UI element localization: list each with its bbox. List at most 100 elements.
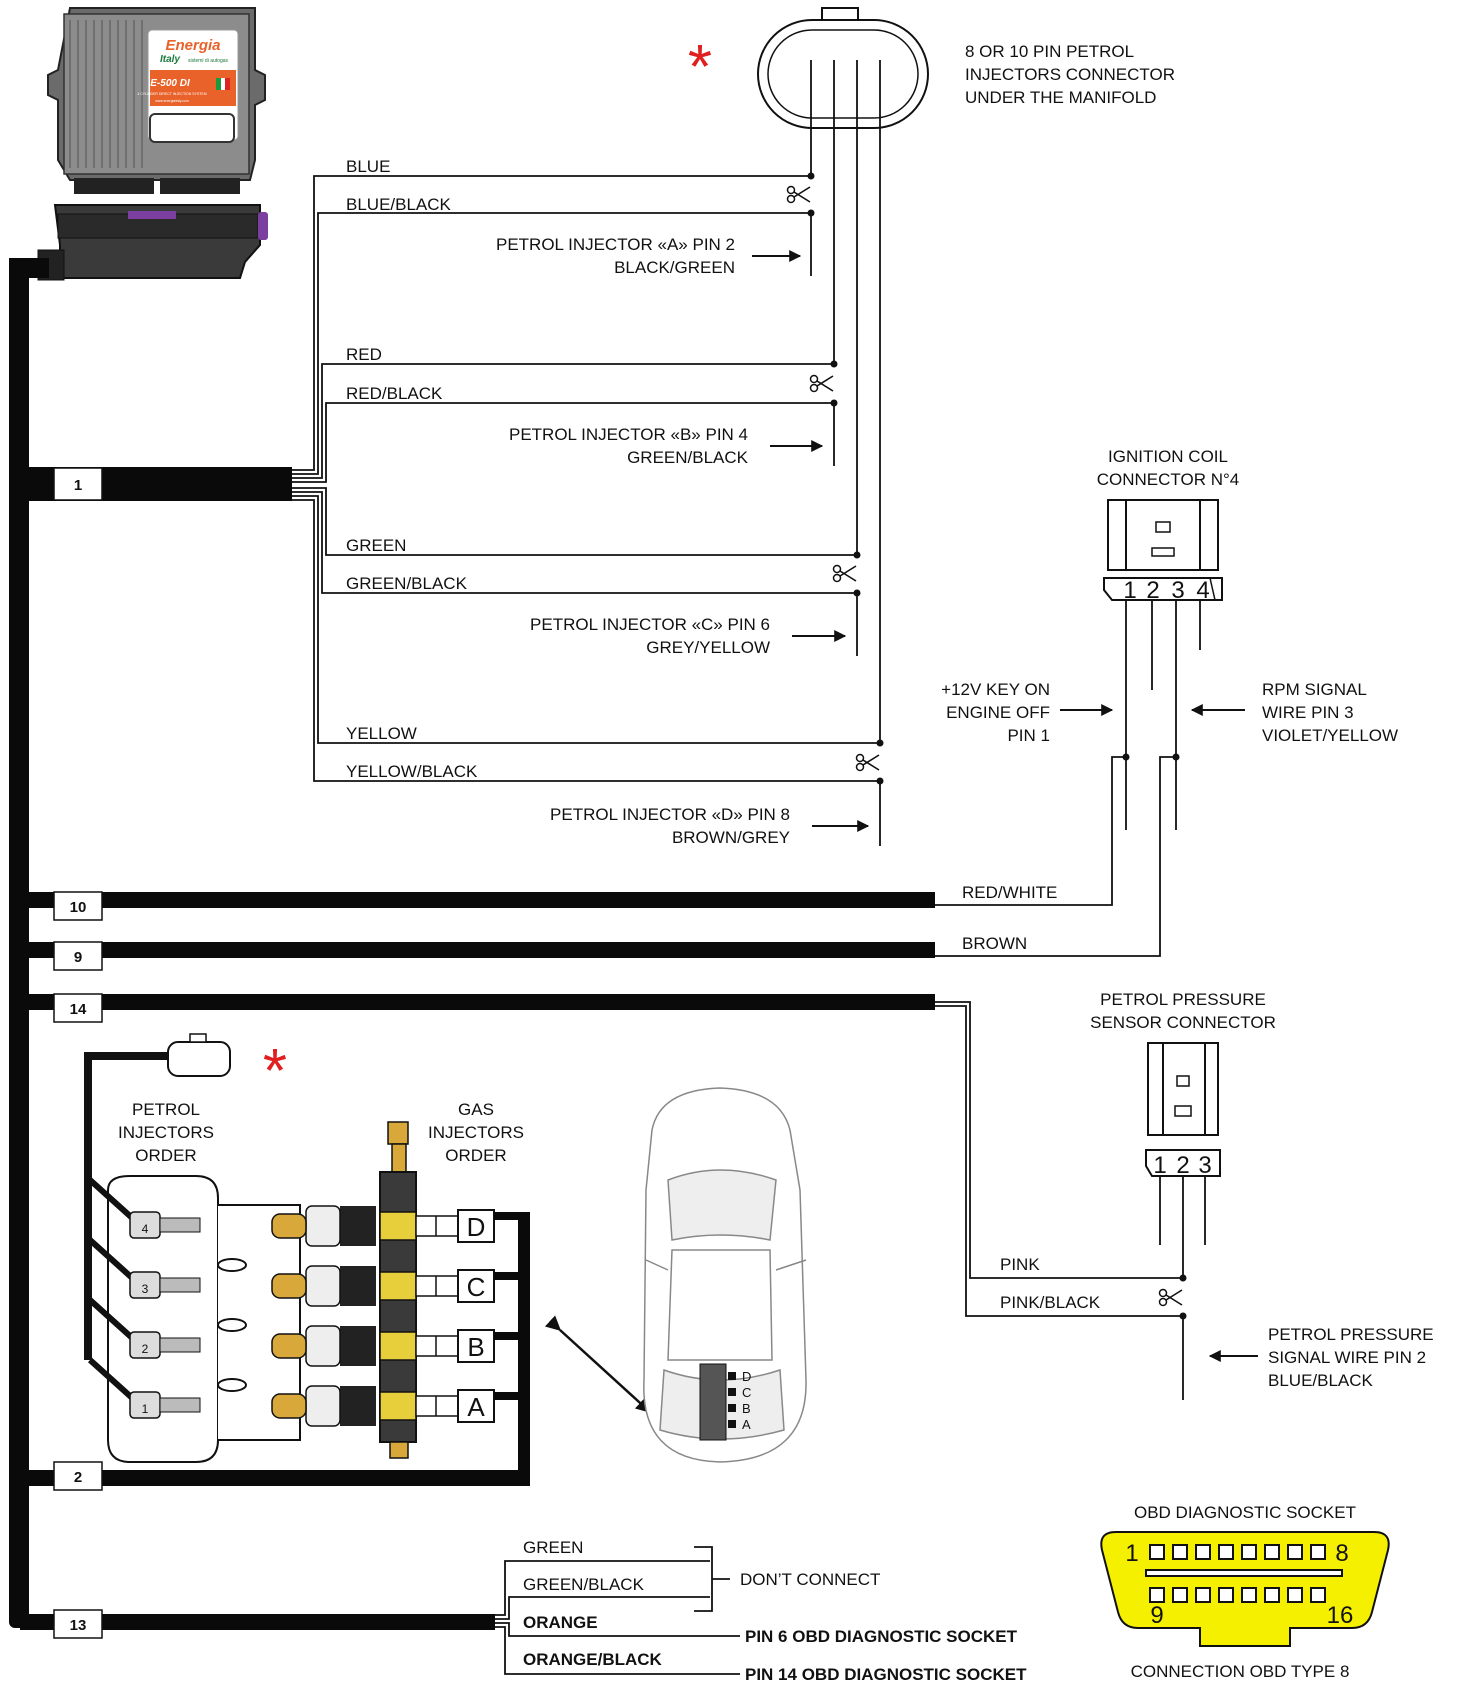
ignition-coil-label-2: CONNECTOR N°4	[1097, 470, 1240, 489]
scissors-icon-pressure	[1158, 1288, 1183, 1307]
injector-a-label-1: PETROL INJECTOR «A» PIN 2	[496, 235, 735, 254]
inj-number-1: 1	[142, 1402, 149, 1416]
bundle-number-2: 2	[74, 1469, 82, 1486]
bundle-number-1: 1	[74, 477, 82, 494]
petrol-injector-1: 1	[129, 1391, 201, 1419]
obd-wires	[495, 1546, 740, 1675]
gas-letter-a: A	[467, 1392, 485, 1422]
wire-label-red-white: RED/WHITE	[962, 883, 1057, 902]
bundle-number-13: 13	[70, 1617, 87, 1634]
scissors-icon-a	[786, 185, 811, 204]
injector-b-label-1: PETROL INJECTOR «B» PIN 4	[509, 425, 748, 444]
ecu-tagline: sistemi di autogas	[188, 58, 229, 64]
obd-pin-8: 8	[1335, 1540, 1348, 1567]
injector-c-label-2: GREY/YELLOW	[646, 638, 770, 657]
gas-letter-d: D	[467, 1212, 486, 1242]
petrol-injector-connector	[757, 7, 929, 129]
car-letters	[728, 1372, 736, 1428]
ignition-pin-1: 1	[1123, 577, 1136, 604]
petrol-injector-cable	[84, 1033, 231, 1360]
bundle-number-10: 10	[70, 899, 87, 916]
petrol-connector-label-3: UNDER THE MANIFOLD	[965, 88, 1156, 107]
injector-d-label-2: BROWN/GREY	[672, 828, 790, 847]
pressure-signal-label-2: SIGNAL WIRE PIN 2	[1268, 1348, 1426, 1367]
ignition-coil-label-1: IGNITION COIL	[1108, 447, 1228, 466]
injector-c-label-1: PETROL INJECTOR «C» PIN 6	[530, 615, 770, 634]
gas-letter-b: B	[467, 1332, 484, 1362]
pressure-sensor-connector	[1145, 1042, 1221, 1177]
gas-order-label-1: GAS	[458, 1100, 494, 1119]
scissors-icon-c	[832, 564, 857, 583]
inj-number-4: 4	[142, 1222, 149, 1236]
car-letter-b: B	[742, 1401, 751, 1416]
pressure-pin-2: 2	[1176, 1152, 1189, 1179]
obd-wire-orange-black: ORANGE/BLACK	[523, 1650, 663, 1669]
injector-d-label-1: PETROL INJECTOR «D» PIN 8	[550, 805, 790, 824]
wire-label-pink-black: PINK/BLACK	[1000, 1293, 1101, 1312]
wire-label-blue-black: BLUE/BLACK	[346, 195, 452, 214]
ecu-desc: 4 CYLINDER DIRECT INJECTION SYSTEM	[137, 92, 206, 96]
scissors-icon-b	[809, 374, 834, 393]
asterisk-top: *	[688, 33, 712, 102]
pressure-sensor-label-1: PETROL PRESSURE	[1100, 990, 1266, 1009]
obd-socket	[1100, 1531, 1390, 1647]
injector-a-label-2: BLACK/GREEN	[614, 258, 735, 277]
wire-label-red: RED	[346, 345, 382, 364]
injector-wires	[292, 60, 881, 846]
obd-pin-16: 16	[1327, 1602, 1354, 1629]
gas-injector-cable	[494, 1212, 530, 1486]
car-letter-a: A	[742, 1417, 751, 1432]
pressure-wires	[935, 1001, 1206, 1400]
junction-dots	[807, 172, 884, 785]
bundle-number-9: 9	[74, 949, 82, 966]
ignition-coil-connector	[1103, 499, 1223, 601]
wire-label-green-black: GREEN/BLACK	[346, 574, 468, 593]
wire-label-pink: PINK	[1000, 1255, 1040, 1274]
wire-label-blue: BLUE	[346, 157, 390, 176]
bundle-number-14: 14	[70, 1001, 87, 1018]
pressure-signal-label-3: BLUE/BLACK	[1268, 1371, 1374, 1390]
obd-wire-green: GREEN	[523, 1538, 583, 1557]
gas-order-label-3: ORDER	[445, 1146, 506, 1165]
pin14-label: PIN 14 OBD DIAGNOSTIC SOCKET	[745, 1665, 1027, 1680]
key-on-label-3: PIN 1	[1007, 726, 1050, 745]
double-arrow	[544, 1315, 652, 1414]
petrol-injector-3: 3	[129, 1271, 201, 1299]
obd-wire-green-black: GREEN/BLACK	[523, 1575, 645, 1594]
pin6-label: PIN 6 OBD DIAGNOSTIC SOCKET	[745, 1627, 1018, 1646]
car-ecu-block	[699, 1363, 727, 1441]
injector-b-label-2: GREEN/BLACK	[627, 448, 749, 467]
obd-wire-orange: ORANGE	[523, 1613, 598, 1632]
car-letter-c: C	[742, 1385, 751, 1400]
asterisk-bottom: *	[263, 1037, 287, 1106]
inj-number-2: 2	[142, 1342, 149, 1356]
engine-manifold	[107, 1175, 301, 1463]
key-on-label-1: +12V KEY ON	[941, 680, 1050, 699]
ignition-pin-3: 3	[1171, 577, 1184, 604]
petrol-order-label-2: INJECTORS	[118, 1123, 214, 1142]
rpm-label-2: WIRE PIN 3	[1262, 703, 1354, 722]
ignition-wires	[935, 600, 1201, 957]
pressure-sensor-label-2: SENSOR CONNECTOR	[1090, 1013, 1276, 1032]
gas-injector-rail: D C B A	[271, 1121, 495, 1459]
obd-pin-1: 1	[1125, 1540, 1138, 1567]
petrol-injector-2: 2	[129, 1331, 201, 1359]
obd-title: OBD DIAGNOSTIC SOCKET	[1134, 1503, 1356, 1522]
petrol-order-label-1: PETROL	[132, 1100, 200, 1119]
rpm-label-3: VIOLET/YELLOW	[1262, 726, 1398, 745]
main-harness	[9, 258, 935, 1630]
ecu-brand: Energia	[165, 37, 220, 54]
car-letter-d: D	[742, 1369, 751, 1384]
ecu-brand-sub: Italy	[160, 54, 180, 65]
ecu-model: E-500 DI	[150, 78, 190, 89]
obd-pin-9: 9	[1150, 1602, 1163, 1629]
dont-connect-label: DON’T CONNECT	[740, 1570, 880, 1589]
petrol-order-label-3: ORDER	[135, 1146, 196, 1165]
inj-number-3: 3	[142, 1282, 149, 1296]
petrol-injectors: 4 3 2 1	[87, 1177, 201, 1419]
petrol-injector-4: 4	[129, 1211, 201, 1239]
pressure-signal-label-1: PETROL PRESSURE	[1268, 1325, 1434, 1344]
ecu-web: www.energiaitaly.com	[155, 99, 189, 103]
ecu-unit: Energia Italy sistemi di autogas E-500 D…	[47, 7, 266, 194]
gas-letter-c: C	[467, 1272, 486, 1302]
